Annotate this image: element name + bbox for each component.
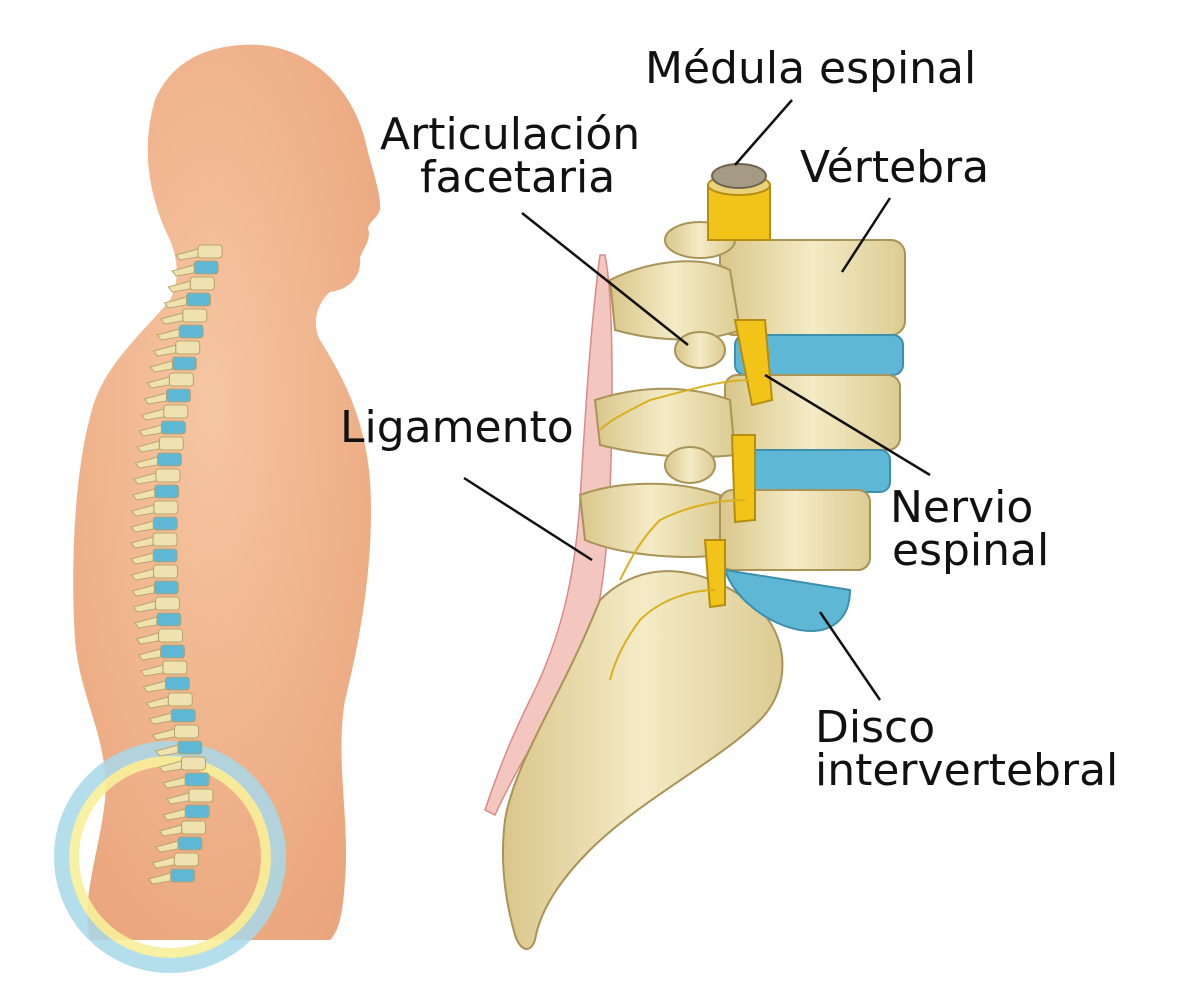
small-vertebra	[162, 660, 188, 675]
small-spinous-process	[162, 808, 186, 821]
small-vertebra	[153, 500, 179, 515]
small-vertebra	[158, 628, 184, 643]
small-vertebra	[182, 308, 208, 323]
small-vertebra	[163, 404, 189, 419]
small-vertebra	[155, 468, 181, 483]
small-spinous-process	[131, 584, 155, 597]
small-vertebra	[193, 260, 219, 275]
small-spinous-process	[162, 776, 186, 789]
spine-small	[130, 244, 223, 885]
small-spinous-process	[130, 536, 154, 549]
small-spinous-process	[151, 728, 175, 741]
small-spinous-process	[159, 312, 184, 325]
small-vertebra	[153, 564, 179, 579]
small-spinous-process	[156, 328, 180, 341]
small-vertebra	[184, 804, 210, 819]
label-ligament: Ligamento	[340, 402, 574, 453]
label-facet-joint-line2: facetaria	[420, 152, 616, 203]
small-spinous-process	[155, 744, 179, 757]
small-spinous-process	[140, 408, 165, 421]
small-vertebra	[188, 788, 214, 803]
sacrum	[502, 570, 784, 950]
small-spinous-process	[155, 840, 179, 853]
small-spinous-process	[130, 552, 154, 565]
small-spinous-process	[152, 344, 177, 357]
small-vertebra	[152, 516, 178, 531]
leader-lines	[463, 99, 931, 701]
spinal-cord	[707, 163, 771, 241]
small-vertebra	[156, 452, 182, 467]
small-vertebra	[152, 532, 178, 547]
small-vertebra	[178, 324, 204, 339]
small-spinous-process	[136, 440, 160, 453]
small-vertebra	[152, 548, 178, 563]
small-vertebra	[160, 420, 186, 435]
small-spinous-process	[131, 488, 156, 501]
small-vertebra	[170, 708, 196, 723]
small-vertebra	[189, 276, 215, 291]
small-vertebra	[177, 836, 203, 851]
small-vertebra	[165, 388, 191, 403]
small-spinous-process	[149, 360, 173, 373]
small-vertebra	[164, 676, 190, 691]
small-vertebra	[171, 356, 197, 371]
body-silhouette	[73, 44, 381, 941]
label-spinal-cord: Médula espinal	[645, 43, 977, 94]
small-spinous-process	[175, 248, 199, 261]
label-spinal-nerve-line1: Nervio	[890, 482, 1034, 533]
small-spinous-process	[143, 392, 167, 405]
small-spinous-process	[167, 280, 191, 293]
label-facet-joint-line1: Articulación	[380, 109, 641, 160]
small-spinous-process	[147, 872, 172, 885]
small-spinous-process	[138, 424, 162, 437]
small-spinous-process	[158, 824, 183, 837]
small-vertebra	[160, 644, 186, 659]
small-spinous-process	[132, 600, 156, 613]
small-vertebra	[158, 436, 184, 451]
label-disc-line1: Disco	[815, 702, 936, 753]
small-spinous-process	[166, 792, 190, 805]
small-spinous-process	[142, 680, 166, 693]
small-vertebra	[168, 372, 194, 387]
small-vertebra	[177, 740, 203, 755]
small-spinous-process	[133, 472, 157, 485]
small-spinous-process	[130, 520, 154, 533]
small-vertebra	[175, 340, 201, 355]
small-spinous-process	[130, 568, 155, 581]
small-vertebra	[181, 820, 207, 835]
small-spinous-process	[137, 648, 162, 661]
small-spinous-process	[135, 632, 160, 645]
small-spinous-process	[151, 856, 175, 869]
small-spinous-process	[134, 456, 158, 469]
small-spinous-process	[130, 504, 155, 517]
small-spinous-process	[158, 760, 182, 773]
small-vertebra	[154, 484, 180, 499]
small-spinous-process	[148, 712, 172, 725]
small-spinous-process	[171, 264, 195, 277]
vertebra-stack	[578, 221, 906, 632]
small-vertebra	[184, 772, 210, 787]
small-vertebra	[167, 692, 193, 707]
small-spinous-process	[146, 376, 170, 389]
small-spinous-process	[145, 696, 169, 709]
small-spinous-process	[133, 616, 158, 629]
label-spinal-nerve-line2: espinal	[892, 525, 1050, 576]
small-spinous-process	[163, 296, 187, 309]
small-spinous-process	[140, 664, 164, 677]
small-vertebra	[153, 580, 179, 595]
small-vertebra	[185, 292, 211, 307]
small-vertebra	[156, 612, 182, 627]
small-vertebra	[173, 724, 199, 739]
small-vertebra	[154, 596, 180, 611]
small-vertebra	[173, 852, 199, 867]
small-vertebra	[197, 244, 223, 259]
small-vertebra	[170, 868, 196, 883]
label-vertebra: Vértebra	[800, 142, 990, 193]
small-vertebra	[180, 756, 206, 771]
label-disc-line2: intervertebral	[815, 745, 1119, 796]
